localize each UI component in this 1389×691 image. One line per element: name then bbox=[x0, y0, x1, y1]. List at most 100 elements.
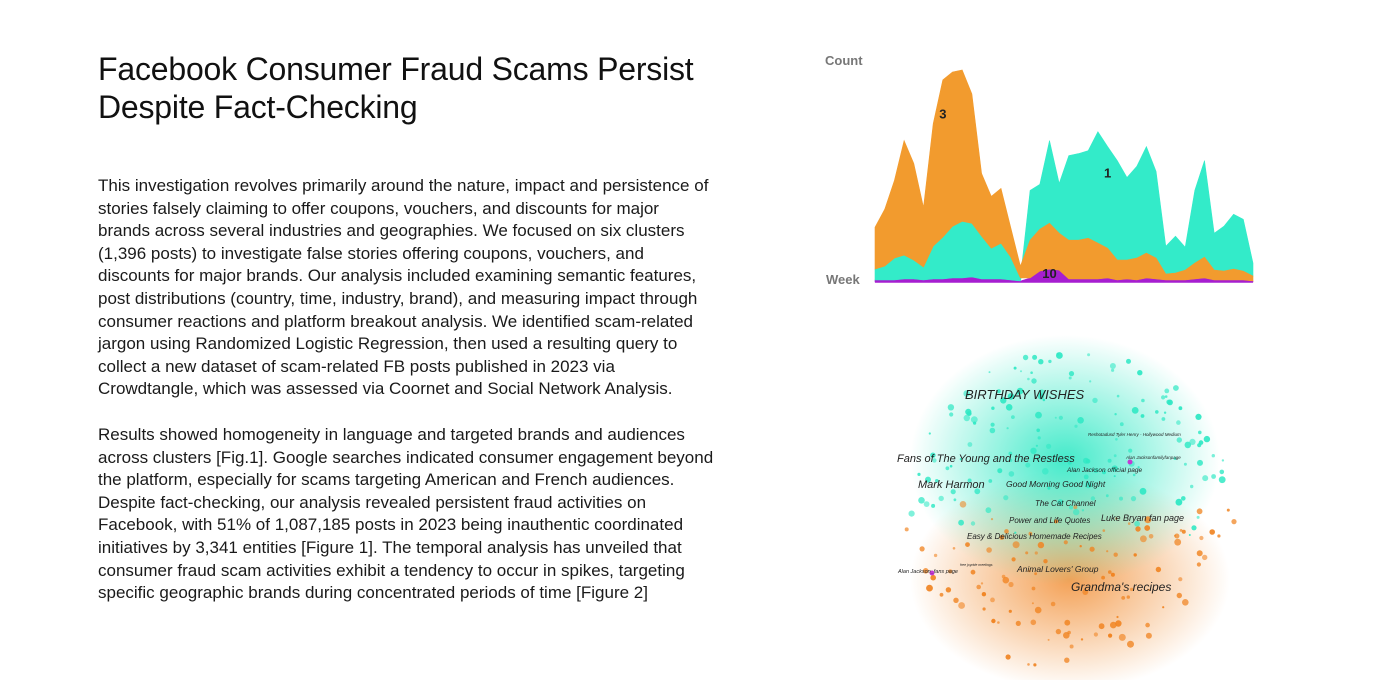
network-node bbox=[1038, 389, 1045, 396]
network-node bbox=[1119, 422, 1124, 427]
network-node bbox=[1196, 515, 1200, 519]
network-node bbox=[1131, 407, 1139, 414]
network-node bbox=[980, 582, 984, 585]
network-node bbox=[1006, 427, 1009, 430]
network-node bbox=[1011, 415, 1015, 419]
paragraph-line: This investigation revolves primarily ar… bbox=[98, 176, 709, 195]
network-node bbox=[1003, 495, 1009, 501]
network-node bbox=[1144, 516, 1152, 524]
network-node bbox=[1035, 444, 1038, 447]
network-node bbox=[1121, 596, 1126, 600]
network-node bbox=[1048, 359, 1052, 364]
paragraph-line: stories falsely claiming to offer coupon… bbox=[98, 198, 659, 218]
network-node bbox=[1069, 505, 1073, 510]
network-node bbox=[1030, 371, 1033, 374]
network-node bbox=[1129, 587, 1134, 592]
paragraph-line: jargon using Randomized Logistic Regress… bbox=[98, 334, 678, 354]
network-node bbox=[1080, 638, 1084, 641]
network-node bbox=[1162, 606, 1165, 609]
network-node bbox=[958, 519, 964, 526]
network-node bbox=[918, 497, 925, 504]
paragraph-line: brands across several industries and geo… bbox=[98, 221, 685, 241]
network-node bbox=[1190, 484, 1194, 489]
network-node bbox=[1085, 459, 1091, 464]
network-node bbox=[1036, 428, 1040, 433]
network-node bbox=[981, 592, 987, 597]
network-node bbox=[1043, 559, 1048, 564]
network-label: Mark Harmon bbox=[918, 479, 985, 491]
network-label: Animal Lovers' Group bbox=[1017, 564, 1099, 574]
network-node bbox=[963, 390, 970, 397]
network-node bbox=[1037, 436, 1041, 440]
network-node bbox=[1028, 569, 1031, 573]
network-node bbox=[1113, 454, 1117, 458]
network-node bbox=[1174, 533, 1180, 539]
paragraph-line: across clusters [Fig.1]. Google searches… bbox=[98, 447, 714, 467]
network-node bbox=[996, 389, 1001, 394]
network-node bbox=[1034, 551, 1038, 555]
network-node bbox=[1013, 366, 1017, 370]
network-node bbox=[1005, 654, 1011, 660]
network-node bbox=[1108, 570, 1112, 574]
network-node bbox=[950, 489, 956, 495]
network-node bbox=[1118, 633, 1126, 641]
network-node bbox=[947, 404, 955, 411]
network-node bbox=[931, 503, 936, 508]
network-node bbox=[1034, 572, 1037, 576]
network-node bbox=[1109, 363, 1116, 369]
network-node bbox=[1009, 458, 1013, 462]
network-node bbox=[1145, 632, 1152, 639]
network-node bbox=[1198, 430, 1202, 435]
paragraph-line: post distributions (country, time, indus… bbox=[98, 288, 698, 308]
network-node bbox=[953, 498, 957, 502]
network-node bbox=[1101, 575, 1105, 580]
network-node bbox=[1218, 476, 1226, 484]
paragraph-methods: This investigation revolves primarily ar… bbox=[98, 175, 708, 401]
network-node bbox=[1002, 576, 1010, 584]
network-node bbox=[1030, 447, 1037, 454]
network-node bbox=[1093, 632, 1098, 637]
network-node bbox=[939, 592, 944, 597]
network-label: Good Morning Good Night bbox=[1006, 479, 1106, 489]
network-node bbox=[1130, 496, 1137, 502]
network-label: free joyride meetings bbox=[960, 563, 993, 567]
network-node bbox=[1008, 471, 1015, 477]
network-node bbox=[1064, 657, 1070, 663]
network-node bbox=[1175, 498, 1183, 506]
network-node bbox=[938, 495, 944, 502]
network-node bbox=[1211, 454, 1215, 458]
network-label: The Cat Channel bbox=[1035, 499, 1096, 508]
network-node bbox=[1127, 459, 1133, 465]
network-node bbox=[1195, 413, 1202, 420]
x-axis-label: Week bbox=[826, 272, 860, 287]
network-node bbox=[1196, 508, 1203, 515]
network-node bbox=[917, 472, 921, 476]
network-node bbox=[1032, 354, 1038, 360]
network-node bbox=[1042, 398, 1046, 402]
network-node bbox=[1008, 581, 1014, 588]
network-node bbox=[1197, 459, 1203, 466]
network-node bbox=[1102, 529, 1106, 532]
network-node bbox=[949, 412, 954, 417]
network-node bbox=[1134, 520, 1140, 527]
network-node bbox=[1203, 435, 1211, 443]
network-node bbox=[1038, 359, 1044, 365]
series-area-3 bbox=[874, 69, 1254, 282]
network-node bbox=[1054, 416, 1057, 419]
network-node bbox=[1111, 368, 1115, 372]
network-node bbox=[988, 371, 991, 374]
network-node bbox=[1140, 535, 1147, 543]
network-node bbox=[1114, 413, 1117, 416]
network-node bbox=[991, 406, 995, 410]
network-node bbox=[1115, 620, 1122, 627]
network-node bbox=[1093, 468, 1099, 474]
network-node bbox=[1111, 465, 1118, 472]
network-node bbox=[1047, 486, 1051, 490]
title-line: Despite Fact-Checking bbox=[98, 89, 418, 125]
network-node bbox=[1202, 475, 1209, 482]
network-node bbox=[1005, 404, 1013, 411]
network-node bbox=[976, 584, 981, 590]
network-node bbox=[1063, 632, 1070, 639]
network-node bbox=[1082, 589, 1089, 595]
network-node bbox=[958, 602, 965, 609]
